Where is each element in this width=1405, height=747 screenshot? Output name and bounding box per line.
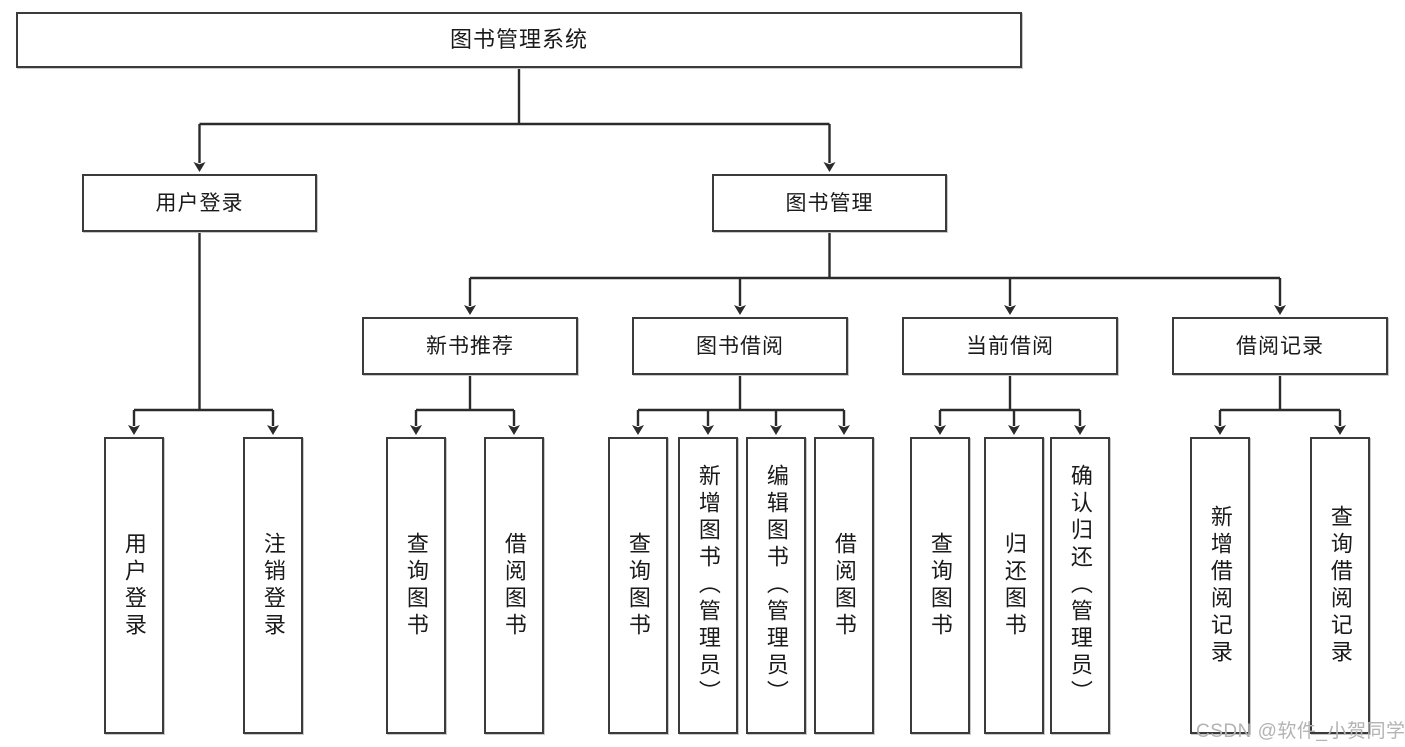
node-label: 新增图书（管理员） [695,464,721,707]
node-label: 图书管理系统 [449,27,588,52]
node-label: 确认归还（管理员） [1067,464,1093,707]
node-label: 新书推荐 [426,334,514,358]
node-label: 借阅记录 [1236,334,1324,358]
node-label: 图书管理 [785,191,874,215]
node-l7[interactable]: 编辑图书（管理员） [746,437,806,734]
edge-group [128,68,1346,435]
node-label: 新增借阅记录 [1207,504,1233,667]
node-label: 查询图书 [625,531,651,640]
node-label: 借阅图书 [501,531,527,640]
node-label: 借阅图书 [831,531,857,640]
node-l12[interactable]: 新增借阅记录 [1190,437,1250,734]
node-current[interactable]: 当前借阅 [902,317,1118,375]
node-label: 查询借阅记录 [1327,504,1353,667]
node-l10[interactable]: 归还图书 [984,437,1044,734]
node-l9[interactable]: 查询图书 [910,437,970,734]
node-root[interactable]: 图书管理系统 [16,12,1022,68]
node-l1[interactable]: 用户登录 [104,437,164,734]
node-login[interactable]: 用户登录 [82,174,317,232]
node-borrow[interactable]: 图书借阅 [632,317,848,375]
watermark-text: CSDN @软件_小贺同学 [1196,721,1405,742]
node-label: 查询图书 [927,531,953,640]
node-history[interactable]: 借阅记录 [1172,317,1388,375]
node-label: 归还图书 [1001,531,1027,640]
node-label: 用户登录 [121,531,147,640]
node-l2[interactable]: 注销登录 [243,437,303,734]
node-l3[interactable]: 查询图书 [386,437,446,734]
node-label: 用户登录 [155,191,244,215]
node-l5[interactable]: 查询图书 [608,437,668,734]
node-l8[interactable]: 借阅图书 [814,437,874,734]
node-label: 查询图书 [403,531,429,640]
node-label: 编辑图书（管理员） [763,464,789,707]
node-l6[interactable]: 新增图书（管理员） [678,437,738,734]
node-l4[interactable]: 借阅图书 [484,437,544,734]
node-newrec[interactable]: 新书推荐 [362,317,578,375]
node-label: 当前借阅 [966,334,1054,358]
node-label: 图书借阅 [696,334,784,358]
node-label: 注销登录 [260,531,286,640]
node-l11[interactable]: 确认归还（管理员） [1050,437,1110,734]
node-l13[interactable]: 查询借阅记录 [1310,437,1370,734]
node-books[interactable]: 图书管理 [712,174,947,232]
